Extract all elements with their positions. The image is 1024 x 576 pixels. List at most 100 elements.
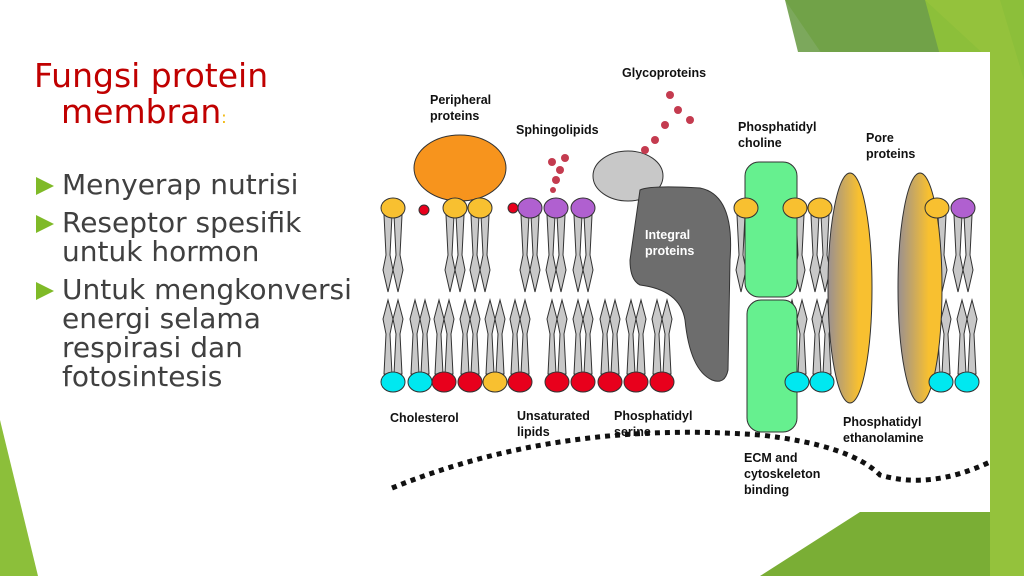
lipid-tail xyxy=(409,298,421,375)
lipid-tail xyxy=(392,298,404,375)
lipid-head xyxy=(733,197,759,219)
lipid-tail xyxy=(940,298,952,375)
lipid-tail xyxy=(651,298,663,375)
bullet-arrow-icon xyxy=(36,215,54,233)
bullet-item: Reseptor spesifik untuk hormon xyxy=(34,208,354,266)
lipid-tail xyxy=(469,298,481,375)
title-line-1: Fungsi protein xyxy=(34,56,269,95)
label-peripheral-proteins: Peripheral proteins xyxy=(430,93,492,123)
lipid-head xyxy=(928,371,954,393)
lipid-tail xyxy=(811,298,823,375)
cholesterol-head xyxy=(507,202,519,214)
lipid-tail xyxy=(572,214,584,293)
lipid-tail xyxy=(966,298,978,375)
lipid-tail xyxy=(952,214,964,293)
title-line-2: membran xyxy=(61,92,222,131)
bullet-arrow-icon xyxy=(36,282,54,300)
lipid-tail xyxy=(962,214,974,293)
lipid-tail xyxy=(444,214,456,293)
lipid-head xyxy=(924,197,950,219)
lipid-tail xyxy=(519,298,531,375)
lipid-head xyxy=(954,371,980,393)
lipid-head xyxy=(623,371,649,393)
label-phosphatidyl-ethanolamine: Phosphatidyl ethanolamine xyxy=(843,415,924,445)
label-cholesterol: Cholesterol xyxy=(390,411,459,425)
glycan-chains xyxy=(548,91,694,193)
lipid-tail xyxy=(661,298,673,375)
lipid-tail xyxy=(392,214,404,293)
lipid-tail xyxy=(556,298,568,375)
label-ecm-binding: ECM and cytoskeleton binding xyxy=(744,451,821,497)
lipid-tail xyxy=(582,214,594,293)
bullet-text: Reseptor spesifik untuk hormon xyxy=(62,206,302,268)
lipid-tail xyxy=(479,214,491,293)
label-unsaturated-lipids: Unsaturated lipids xyxy=(517,409,590,439)
label-sphingolipids: Sphingolipids xyxy=(516,123,599,137)
label-pore-proteins: Pore proteins xyxy=(866,131,916,161)
lipid-head xyxy=(467,197,493,219)
lipid-head xyxy=(442,197,468,219)
integral-protein xyxy=(629,186,732,382)
lipid-tail xyxy=(443,298,455,375)
cytoskeleton-line xyxy=(391,429,990,491)
lipid-tail xyxy=(635,298,647,375)
label-integral-proteins: Integral proteins xyxy=(645,228,695,258)
lipid-head xyxy=(457,371,483,393)
lipid-tail xyxy=(796,298,808,375)
pore-protein-right xyxy=(897,172,943,404)
lipid-tail xyxy=(582,298,594,375)
lipid-head xyxy=(950,197,976,219)
lipid-tail xyxy=(519,214,531,293)
lipid-tail xyxy=(494,298,506,375)
lipid-head xyxy=(507,371,533,393)
lipid-tail xyxy=(433,298,445,375)
lipid-head xyxy=(482,371,508,393)
lipid-head xyxy=(517,197,543,219)
lipid-tail xyxy=(382,298,394,375)
cholesterol-head xyxy=(418,204,430,216)
lipid-tail xyxy=(809,214,821,293)
lipid-tail xyxy=(529,214,541,293)
lipid-tail xyxy=(819,214,831,293)
bullet-text: Untuk mengkonversi energi selama respira… xyxy=(62,273,352,393)
lipid-head xyxy=(544,371,570,393)
slide-title: Fungsi protein membran: xyxy=(34,58,268,136)
lipid-tail xyxy=(469,214,481,293)
lipid-tail xyxy=(459,298,471,375)
lipid-tail xyxy=(609,298,621,375)
lipid-head xyxy=(380,371,406,393)
lipid-tail xyxy=(625,298,637,375)
label-phosphatidyl-choline: Phosphatidyl choline xyxy=(738,120,817,150)
lipid-head xyxy=(597,371,623,393)
lipid-head xyxy=(380,197,406,219)
lipid-head xyxy=(543,197,569,219)
lipid-head xyxy=(431,371,457,393)
lipid-tail xyxy=(545,214,557,293)
lipid-tail xyxy=(546,298,558,375)
lipid-head xyxy=(570,371,596,393)
lipid-head xyxy=(407,371,433,393)
lipid-head xyxy=(782,197,808,219)
lipid-tail xyxy=(382,214,394,293)
membrane-diagram: Glycoproteins Peripheral proteins Sphing… xyxy=(378,52,990,512)
label-phosphatidyl-serine: Phosphatidyl serine xyxy=(614,409,693,439)
bullet-text: Menyerap nutrisi xyxy=(62,168,299,201)
lipid-tail xyxy=(454,214,466,293)
label-glycoproteins: Glycoproteins xyxy=(622,66,707,80)
lipid-tail xyxy=(572,298,584,375)
lipid-tail xyxy=(509,298,521,375)
lipid-head xyxy=(809,371,835,393)
title-colon: : xyxy=(221,108,227,127)
channel-lower xyxy=(746,299,798,433)
lipid-head xyxy=(784,371,810,393)
pore-protein-left xyxy=(827,172,873,404)
lipid-tail xyxy=(956,298,968,375)
bullet-arrow-icon xyxy=(36,177,54,195)
peripheral-protein xyxy=(413,134,507,202)
bullet-item: Menyerap nutrisi xyxy=(34,170,354,199)
lipid-tail xyxy=(484,298,496,375)
channel-upper xyxy=(744,161,798,298)
lipid-tail xyxy=(419,298,431,375)
lipid-head xyxy=(649,371,675,393)
bullet-list: Menyerap nutrisi Reseptor spesifik untuk… xyxy=(34,170,354,400)
